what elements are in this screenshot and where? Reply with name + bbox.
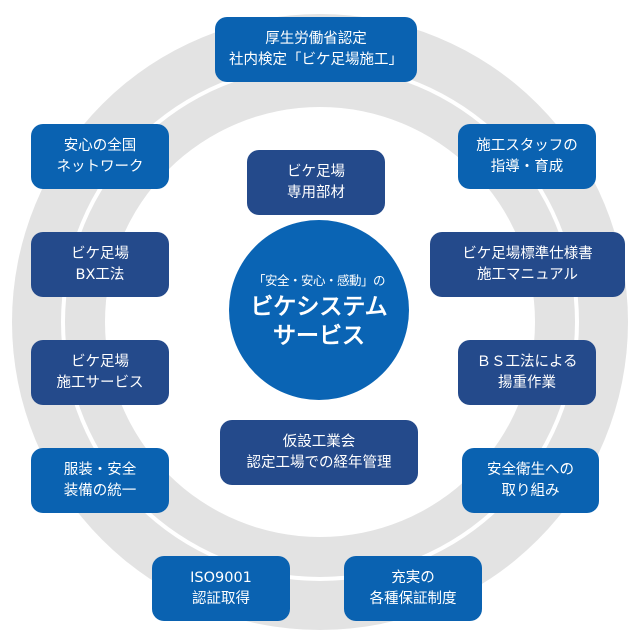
item-line2: 取り組み [501, 482, 560, 499]
item-line2: 指導・育成 [490, 158, 564, 175]
item-line2: 施工サービス [56, 374, 144, 391]
item-uniform-equipment[interactable]: 服装・安全 装備の統一 [31, 448, 169, 513]
item-line2: 各種保証制度 [369, 590, 457, 607]
item-line1: 施工スタッフの [476, 137, 578, 154]
item-construction-service[interactable]: ビケ足場 施工サービス [31, 340, 169, 405]
item-line2: 認証取得 [192, 590, 250, 607]
item-line1: ビケ足場標準仕様書 [462, 245, 593, 262]
item-line1: ビケ足場 [287, 163, 345, 180]
center-hub: 「安全・安心・感動」の ビケシステム サービス [229, 220, 409, 400]
item-line2: 専用部材 [287, 184, 345, 201]
item-staff-training[interactable]: 施工スタッフの 指導・育成 [458, 124, 596, 189]
item-iso9001[interactable]: ISO9001 認証取得 [152, 556, 290, 621]
hub-subtitle: 「安全・安心・感動」の [252, 272, 386, 288]
item-line2: 社内検定「ビケ足場施工」 [229, 51, 403, 68]
item-line1: 厚生労働省認定 [265, 30, 367, 47]
item-standard-spec-manual[interactable]: ビケ足場標準仕様書 施工マニュアル [430, 232, 625, 297]
item-nationwide-network[interactable]: 安心の全国 ネットワーク [31, 124, 169, 189]
item-line1: 服装・安全 [63, 461, 137, 478]
item-line1: ＢＳ工法による [476, 353, 578, 370]
item-line1: ビケ足場 [71, 245, 129, 262]
item-line2: 揚重作業 [498, 374, 556, 391]
hub-title-line1: ビケシステム [250, 293, 388, 320]
item-line1: 安全衛生への [487, 461, 574, 478]
item-line1: ISO9001 [190, 569, 252, 586]
item-dedicated-parts[interactable]: ビケ足場 専用部材 [247, 150, 385, 215]
item-line2: 認定工場での経年管理 [246, 454, 392, 471]
item-line1: 充実の [391, 569, 435, 586]
item-bx-method[interactable]: ビケ足場 BX工法 [31, 232, 169, 297]
item-safety-health[interactable]: 安全衛生への 取り組み [462, 448, 599, 513]
item-bs-lifting[interactable]: ＢＳ工法による 揚重作業 [458, 340, 596, 405]
hub-title-line2: サービス [273, 322, 365, 349]
item-warranty-system[interactable]: 充実の 各種保証制度 [344, 556, 482, 621]
item-line1: 仮設工業会 [282, 433, 356, 450]
item-line1: 安心の全国 [63, 137, 137, 154]
item-line2: 装備の統一 [63, 482, 137, 499]
item-line2: ネットワーク [56, 158, 144, 175]
item-line2: BX工法 [75, 266, 125, 283]
item-health-ministry-certification[interactable]: 厚生労働省認定 社内検定「ビケ足場施工」 [215, 17, 417, 82]
item-line1: ビケ足場 [71, 353, 129, 370]
item-line2: 施工マニュアル [476, 266, 579, 283]
item-certified-factory[interactable]: 仮設工業会 認定工場での経年管理 [220, 420, 418, 485]
